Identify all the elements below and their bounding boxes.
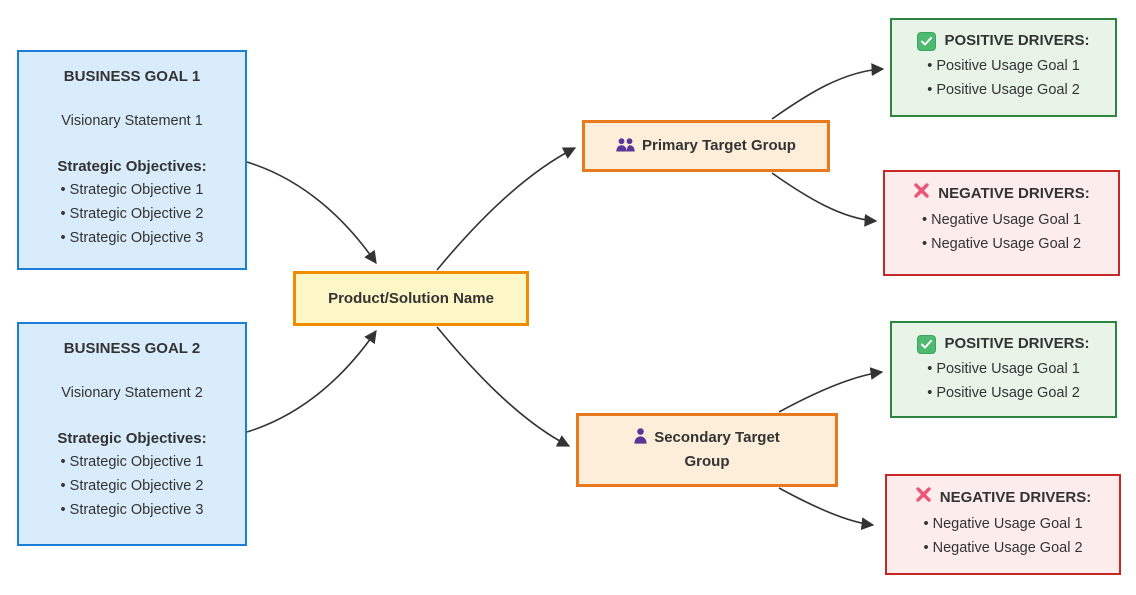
secondary-target-group-node: Secondary Target Group [576,413,838,487]
strategic-objectives-label: Strategic Objectives: [57,430,207,447]
edge-product-primary [436,147,577,271]
business-goal-1-title: BUSINESS GOAL 1 [63,68,201,85]
list-item: Strategic Objective 3 [61,498,204,522]
positive-drivers-title: POSITIVE DRIVERS: [944,335,1090,352]
primary-positive-drivers-node: POSITIVE DRIVERS: Positive Usage Goal 1 … [890,18,1117,117]
user-icon [634,428,647,449]
product-solution-label: Product/Solution Name [328,290,494,307]
strategic-objectives-list: Strategic Objective 1 Strategic Objectiv… [61,450,204,522]
check-icon [917,334,937,354]
positive-drivers-title: POSITIVE DRIVERS: [944,32,1090,49]
edge-primary-positive [771,63,885,120]
list-item: Strategic Objective 1 [61,450,204,474]
edge-primary-negative [771,172,878,227]
visionary-statement-1: Visionary Statement 1 [61,113,203,129]
list-item: Positive Usage Goal 2 [927,78,1079,102]
list-item: Positive Usage Goal 2 [927,381,1079,405]
positive-drivers-list: Positive Usage Goal 1 Positive Usage Goa… [927,357,1079,405]
list-item: Positive Usage Goal 1 [927,54,1079,78]
cross-icon [913,182,930,206]
negative-drivers-list: Negative Usage Goal 1 Negative Usage Goa… [922,208,1081,256]
users-icon [616,138,635,157]
secondary-target-group-label: Secondary Target Group [654,429,780,470]
primary-negative-drivers-node: NEGATIVE DRIVERS: Negative Usage Goal 1 … [883,170,1120,276]
secondary-negative-drivers-node: NEGATIVE DRIVERS: Negative Usage Goal 1 … [885,474,1121,575]
list-item: Positive Usage Goal 1 [927,357,1079,381]
list-item: Negative Usage Goal 1 [923,512,1083,536]
negative-drivers-title: NEGATIVE DRIVERS: [938,185,1090,202]
positive-drivers-list: Positive Usage Goal 1 Positive Usage Goa… [927,54,1079,102]
edge-goal1-product [246,161,377,265]
product-solution-node: Product/Solution Name [293,271,529,326]
strategic-objectives-label: Strategic Objectives: [57,158,207,175]
negative-drivers-title: NEGATIVE DRIVERS: [939,489,1092,506]
list-item: Negative Usage Goal 1 [922,208,1081,232]
cross-icon [915,486,932,510]
check-icon [917,31,937,51]
primary-target-group-label: Primary Target Group [642,137,796,154]
primary-target-group-node: Primary Target Group [582,120,830,172]
list-item: Strategic Objective 1 [61,178,204,202]
secondary-positive-drivers-node: POSITIVE DRIVERS: Positive Usage Goal 1 … [890,321,1117,418]
business-goal-2-node: BUSINESS GOAL 2 Visionary Statement 2 St… [17,322,247,546]
list-item: Strategic Objective 2 [61,474,204,498]
business-goal-2-title: BUSINESS GOAL 2 [63,340,201,357]
edge-goal2-product [246,329,377,433]
strategic-objectives-list: Strategic Objective 1 Strategic Objectiv… [61,178,204,250]
edge-secondary-negative [778,487,875,531]
visionary-statement-2: Visionary Statement 2 [61,385,203,401]
list-item: Negative Usage Goal 2 [923,536,1083,560]
negative-drivers-list: Negative Usage Goal 1 Negative Usage Goa… [923,512,1083,560]
list-item: Strategic Objective 2 [61,202,204,226]
business-goal-1-node: BUSINESS GOAL 1 Visionary Statement 1 St… [17,50,247,270]
edge-product-secondary [436,326,571,447]
list-item: Strategic Objective 3 [61,226,204,250]
list-item: Negative Usage Goal 2 [922,232,1081,256]
edge-secondary-positive [778,367,884,413]
